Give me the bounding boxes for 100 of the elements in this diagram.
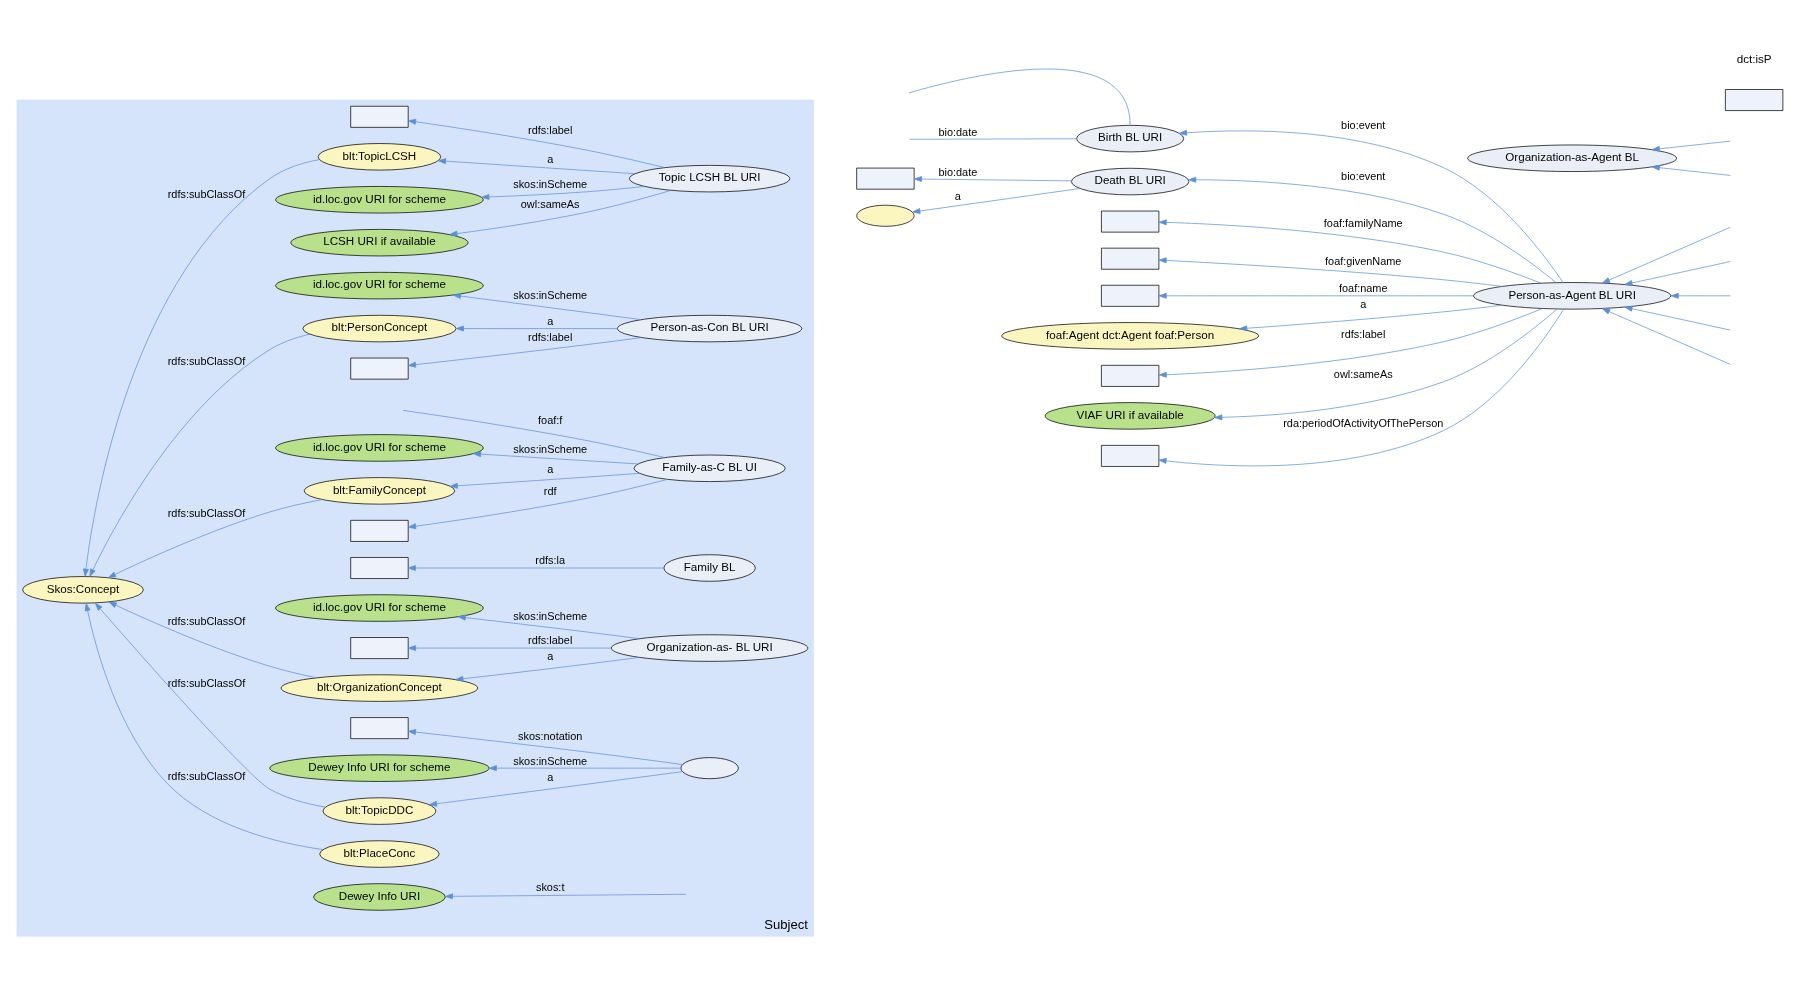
arrow bbox=[1158, 257, 1503, 287]
arrow bbox=[455, 656, 640, 682]
node-box bbox=[1101, 444, 1160, 467]
node-box bbox=[350, 556, 409, 579]
arrow bbox=[1651, 140, 1731, 152]
node-ellipse: Birth BL URI bbox=[1076, 124, 1185, 152]
node-ellipse: Topic LCSH BL URI bbox=[629, 164, 791, 192]
edge-label: a bbox=[954, 189, 961, 202]
edge-label: rdfs:subClassOf bbox=[167, 354, 246, 367]
arrow bbox=[108, 498, 323, 578]
arrow bbox=[1239, 304, 1502, 331]
arrow bbox=[94, 602, 326, 807]
edge-label: a bbox=[1360, 297, 1367, 310]
arrow bbox=[108, 601, 317, 678]
edge-label: a bbox=[547, 649, 554, 662]
edge-label: foaf:name bbox=[1338, 281, 1388, 294]
arrow bbox=[407, 336, 642, 368]
node-ellipse: Death BL URI bbox=[1071, 167, 1190, 195]
edge-label: skos:notation bbox=[518, 729, 583, 742]
arrow bbox=[1602, 226, 1731, 283]
arrow bbox=[1158, 308, 1564, 466]
edge-label: skos:inScheme bbox=[513, 609, 588, 622]
node-box bbox=[350, 716, 409, 739]
label: dct:isP bbox=[1736, 51, 1772, 65]
arrow bbox=[429, 770, 683, 807]
edge-label: rdfs:subClassOf bbox=[167, 769, 246, 782]
arrow bbox=[408, 478, 668, 529]
arrow bbox=[473, 450, 639, 464]
node-ellipse: VIAF URI if available bbox=[1044, 401, 1216, 430]
arrow bbox=[452, 292, 642, 320]
edge-label: owl:sameAs bbox=[1333, 367, 1393, 380]
edge-label: rdfs:label bbox=[528, 633, 573, 646]
arrow bbox=[408, 644, 612, 651]
arrow bbox=[481, 185, 645, 200]
node-box bbox=[350, 105, 409, 128]
edge-label: a bbox=[547, 462, 554, 475]
node-ellipse: Family-as-C BL UI bbox=[633, 454, 786, 482]
edge-label: bio:date bbox=[938, 125, 978, 138]
arrow bbox=[488, 764, 682, 771]
arrow bbox=[1624, 260, 1731, 286]
arrow bbox=[457, 614, 640, 639]
edge-label: rdfs:subClassOf bbox=[167, 676, 246, 689]
node-ellipse: Dewey Info URI for scheme bbox=[269, 754, 490, 782]
node-ellipse: Family BL bbox=[663, 553, 756, 582]
arrow bbox=[407, 728, 683, 765]
node-box bbox=[350, 519, 409, 542]
edge-label: skos:inScheme bbox=[513, 288, 588, 301]
node-ellipse bbox=[856, 204, 915, 227]
node-ellipse: Person-as-Con BL URI bbox=[617, 314, 803, 342]
edge-label: a bbox=[547, 152, 554, 165]
arrow bbox=[449, 472, 640, 489]
edge-label: rdfs:label bbox=[528, 330, 573, 343]
node-ellipse: id.loc.gov URI for scheme bbox=[275, 185, 484, 213]
node-box bbox=[856, 167, 915, 190]
node-box bbox=[350, 357, 409, 379]
edge-label: skos:t bbox=[535, 880, 565, 893]
node-ellipse: blt:TopicLCSH bbox=[317, 142, 442, 170]
edge-label: skos:inScheme bbox=[513, 442, 588, 455]
edge-label: bio:date bbox=[938, 165, 978, 178]
node-ellipse: Skos:Concept bbox=[22, 575, 144, 603]
edge-label: bio:event bbox=[1341, 118, 1386, 131]
arrow bbox=[1188, 176, 1557, 283]
edge-label: skos:inScheme bbox=[513, 177, 588, 190]
edge-label: rdfs:la bbox=[535, 553, 566, 566]
arrow bbox=[1178, 129, 1564, 283]
arrow bbox=[89, 333, 311, 577]
edge-label: foaf:f bbox=[538, 413, 563, 426]
arrow bbox=[1651, 164, 1731, 176]
node-ellipse: Dewey Info URI bbox=[313, 882, 446, 911]
node-ellipse: blt:PersonConcept bbox=[302, 314, 457, 342]
node-ellipse: blt:PlaceConc bbox=[319, 839, 440, 868]
arrow bbox=[1158, 218, 1542, 283]
edge-label: rdfs:label bbox=[1341, 327, 1386, 340]
arrow bbox=[83, 158, 320, 577]
edge-label: foaf:givenName bbox=[1325, 254, 1402, 267]
connector bbox=[909, 137, 1077, 140]
node-ellipse bbox=[680, 756, 739, 779]
node-box bbox=[1725, 88, 1784, 111]
arrow bbox=[1158, 292, 1474, 299]
arrow bbox=[1670, 292, 1731, 299]
edge-label: rdfs:subClassOf bbox=[167, 187, 246, 200]
arrow bbox=[437, 157, 636, 174]
edge-label: rda:periodOfActivityOfThePerson bbox=[1283, 416, 1444, 429]
arrow bbox=[913, 175, 1072, 182]
node-box bbox=[1101, 364, 1160, 387]
arrow bbox=[407, 564, 664, 571]
arrow bbox=[1602, 307, 1731, 365]
arrow bbox=[912, 187, 1081, 214]
edge-label: a bbox=[547, 770, 554, 783]
connector bbox=[402, 409, 665, 458]
edge-label: rdfs:subClassOf bbox=[167, 614, 246, 627]
arrow bbox=[1158, 307, 1543, 378]
edge-label: rdfs:label bbox=[528, 123, 573, 136]
node-box bbox=[1101, 284, 1160, 307]
edge-label: owl:sameAs bbox=[520, 197, 580, 210]
edge-label: rdfs:subClassOf bbox=[167, 506, 246, 519]
arrow bbox=[408, 118, 665, 168]
edge-label: skos:inScheme bbox=[513, 754, 588, 767]
node-box bbox=[350, 636, 409, 659]
connector bbox=[908, 68, 1131, 125]
